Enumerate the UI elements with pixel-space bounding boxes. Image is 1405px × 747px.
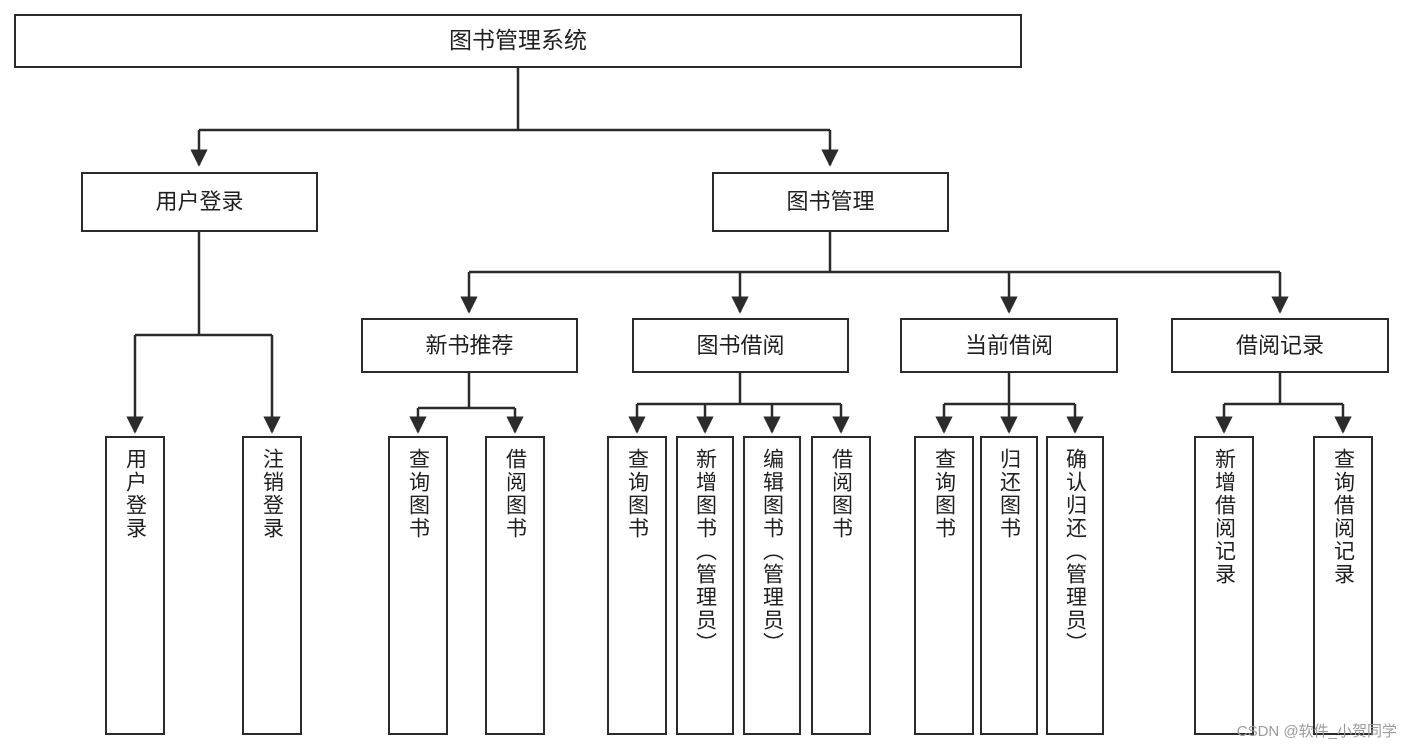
- node-borrow-record[interactable]: 借阅记录: [1171, 318, 1389, 373]
- leaf-borrow-add-book-admin[interactable]: 新增图书（管理员）: [676, 436, 734, 735]
- node-book-management[interactable]: 图书管理: [712, 172, 949, 232]
- node-label: 编辑图书（管理员）: [760, 448, 784, 655]
- node-user-login[interactable]: 用户登录: [81, 172, 318, 232]
- node-label: 查询借阅记录: [1331, 448, 1355, 586]
- node-label: 查询图书: [406, 448, 430, 540]
- node-new-book-recommend[interactable]: 新书推荐: [361, 318, 578, 373]
- node-label: 用户登录: [155, 189, 244, 215]
- leaf-record-add-record[interactable]: 新增借阅记录: [1194, 436, 1254, 735]
- node-label: 注销登录: [260, 448, 284, 540]
- leaf-borrow-edit-book-admin[interactable]: 编辑图书（管理员）: [743, 436, 801, 735]
- node-label: 查询图书: [625, 448, 649, 540]
- node-label: 用户登录: [123, 448, 147, 540]
- node-label: 归还图书: [997, 448, 1021, 540]
- leaf-current-return-book[interactable]: 归还图书: [980, 436, 1038, 735]
- node-label: 查询图书: [932, 448, 956, 540]
- node-book-borrow[interactable]: 图书借阅: [632, 318, 849, 373]
- node-label: 借阅图书: [829, 448, 853, 540]
- leaf-new-book-borrow[interactable]: 借阅图书: [485, 436, 545, 735]
- leaf-new-book-query[interactable]: 查询图书: [388, 436, 448, 735]
- leaf-record-query-record[interactable]: 查询借阅记录: [1313, 436, 1373, 735]
- node-current-borrow[interactable]: 当前借阅: [900, 318, 1118, 373]
- node-label: 新书推荐: [425, 332, 514, 358]
- leaf-borrow-query-book[interactable]: 查询图书: [607, 436, 667, 735]
- csdn-watermark: CSDN @软件_小贺同学: [1236, 723, 1397, 740]
- node-label: 新增图书（管理员）: [693, 448, 717, 655]
- leaf-user-login-logout[interactable]: 注销登录: [242, 436, 302, 735]
- leaf-borrow-borrow-book[interactable]: 借阅图书: [811, 436, 871, 735]
- leaf-user-login-login[interactable]: 用户登录: [105, 436, 165, 735]
- node-label: 图书管理: [786, 189, 875, 215]
- leaf-current-query-book[interactable]: 查询图书: [914, 436, 974, 735]
- node-label: 当前借阅: [964, 332, 1053, 358]
- node-root-book-management-system[interactable]: 图书管理系统: [14, 14, 1022, 68]
- node-label: 借阅记录: [1235, 332, 1324, 358]
- node-label: 图书借阅: [696, 332, 785, 358]
- node-label: 新增借阅记录: [1212, 448, 1236, 586]
- node-label: 借阅图书: [503, 448, 527, 540]
- node-label: 图书管理系统: [449, 27, 587, 54]
- node-label: 确认归还（管理员）: [1063, 448, 1087, 655]
- leaf-current-confirm-return-admin[interactable]: 确认归还（管理员）: [1046, 436, 1104, 735]
